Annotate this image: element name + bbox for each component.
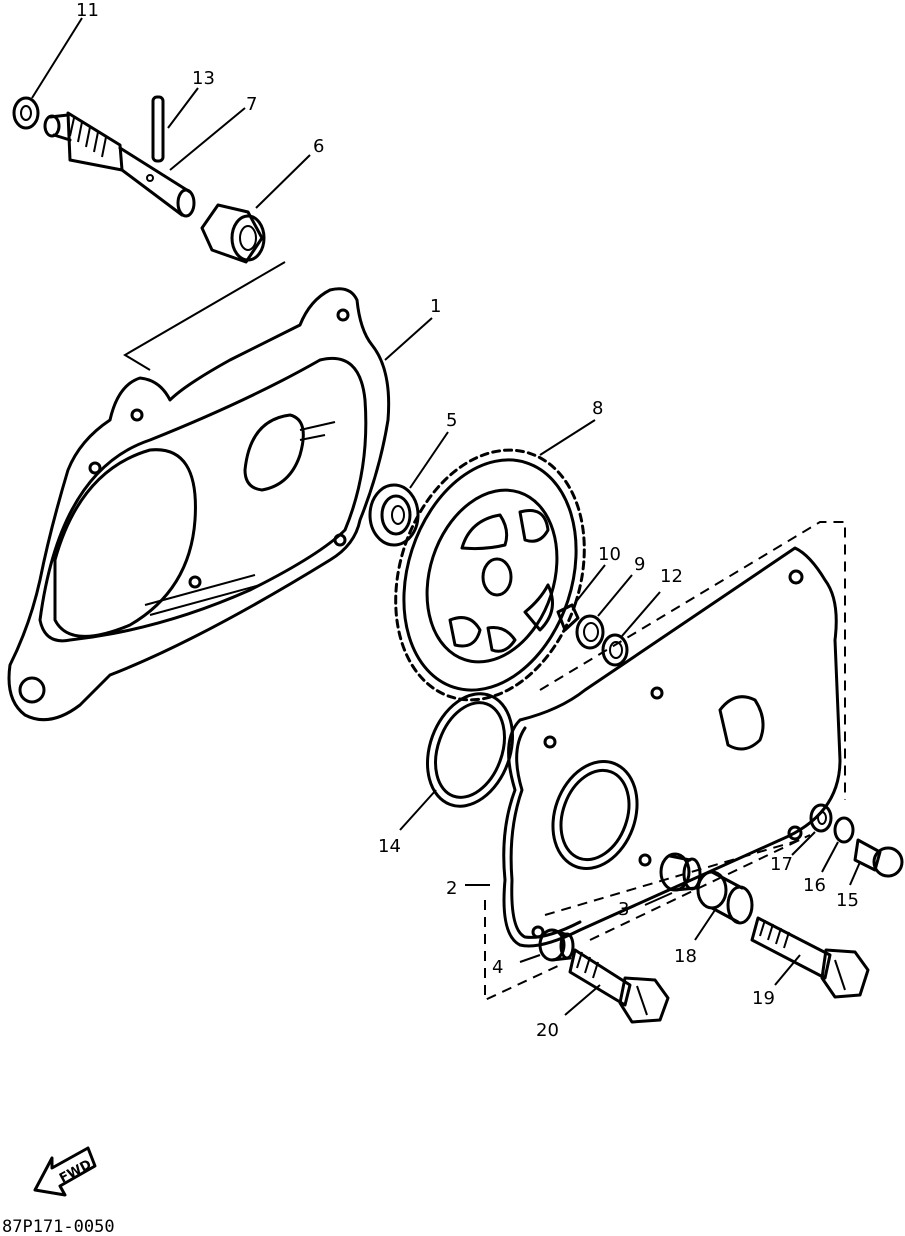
callout-9: 9	[634, 554, 645, 575]
callout-10: 10	[598, 544, 621, 565]
part-19-bolt	[750, 916, 870, 999]
part-16-lock-washer	[821, 816, 855, 873]
part-6-bushing	[200, 154, 311, 264]
callout-14: 14	[378, 836, 401, 857]
callout-5: 5	[446, 410, 457, 431]
callout-15: 15	[836, 890, 859, 911]
callout-17: 17	[770, 854, 793, 875]
part-4-dowel	[519, 928, 575, 963]
part-2-outer-cover	[465, 521, 846, 1002]
part-9-washer	[575, 574, 633, 650]
part-17-washer	[791, 803, 833, 856]
part-15-bolt	[849, 838, 904, 886]
callout-13: 13	[192, 68, 215, 89]
callout-2: 2	[446, 878, 457, 899]
part-12-circlip	[601, 591, 661, 667]
drawing-code: 87P171-0050	[2, 1217, 115, 1236]
callout-labels: 11 13 7 6 1 5 8 10 9 12 14 2 17 16 15 3 …	[76, 0, 859, 1041]
callout-6: 6	[313, 136, 324, 157]
part-3-dowel	[644, 852, 702, 906]
assembly-guide-line	[123, 261, 286, 371]
part-5-bearing	[368, 431, 449, 547]
part-14-oring	[399, 692, 515, 831]
callout-18: 18	[674, 946, 697, 967]
part-18-bushing	[694, 870, 754, 941]
callout-3: 3	[618, 899, 629, 920]
part-10-key	[556, 564, 606, 632]
part-7-worm-shaft	[43, 107, 246, 218]
callout-7: 7	[246, 94, 257, 115]
part-11-washer	[12, 17, 83, 130]
callout-19: 19	[752, 988, 775, 1009]
callout-4: 4	[492, 957, 503, 978]
callout-20: 20	[536, 1020, 559, 1041]
part-8-gear	[394, 419, 596, 702]
callout-11: 11	[76, 0, 99, 21]
fwd-arrow-icon: FWD	[33, 1146, 97, 1197]
callout-8: 8	[592, 398, 603, 419]
part-20-bolt	[564, 948, 670, 1024]
callout-12: 12	[660, 566, 683, 587]
callout-1: 1	[430, 296, 441, 317]
callout-16: 16	[803, 875, 826, 896]
part-13-pin	[151, 87, 199, 163]
part-1-cover	[7, 287, 433, 722]
